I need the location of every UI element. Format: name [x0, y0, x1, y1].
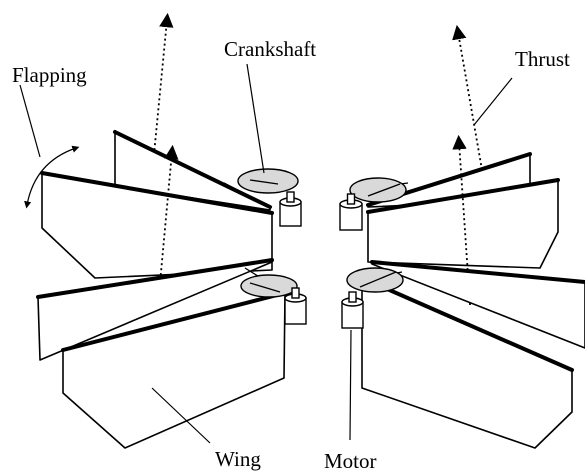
- label-wing: Wing: [215, 447, 261, 471]
- label-thrust: Thrust: [515, 47, 570, 71]
- crankshaft-left-upper: [237, 168, 299, 194]
- spar-right-upper-front: [366, 178, 560, 214]
- spar-left-lower-back: [36, 258, 274, 299]
- crankshaft-right-lower: [346, 267, 404, 293]
- thrust-arrow-right-back: [452, 24, 483, 171]
- flapping-arrow: [24, 145, 80, 209]
- thrust-leader: [473, 77, 513, 126]
- crankshaft-right-upper: [349, 177, 407, 203]
- motor-leader: [349, 329, 352, 441]
- crank-rod-right-upper: [367, 183, 401, 197]
- motor-left-upper: [279, 191, 302, 227]
- wing-leader: [151, 387, 211, 444]
- spar-left-upper-back: [113, 130, 272, 209]
- crank-arm-left-upper: [223, 182, 271, 208]
- spar-left-lower-front: [61, 291, 287, 352]
- crank-rod-left-upper: [249, 179, 279, 185]
- spar-right-lower-back: [370, 260, 585, 284]
- motor-left-lower: [284, 287, 307, 325]
- crank-rod-right-lower: [359, 271, 397, 288]
- label-motor: Motor: [324, 449, 377, 473]
- spar-right-lower-front: [360, 276, 574, 372]
- crankshaft-leader: [246, 63, 265, 174]
- spar-left-upper-front: [40, 171, 274, 215]
- label-crankshaft: Crankshaft: [224, 37, 316, 61]
- crankshaft-left-lower: [240, 274, 298, 298]
- motor-right-upper: [339, 193, 363, 231]
- crank-rod-left-lower: [249, 282, 281, 293]
- thrust-arrow-right-front: [452, 134, 471, 306]
- motor-right-lower: [341, 291, 364, 329]
- flapping-leader: [19, 84, 41, 158]
- label-flapping: Flapping: [12, 63, 87, 87]
